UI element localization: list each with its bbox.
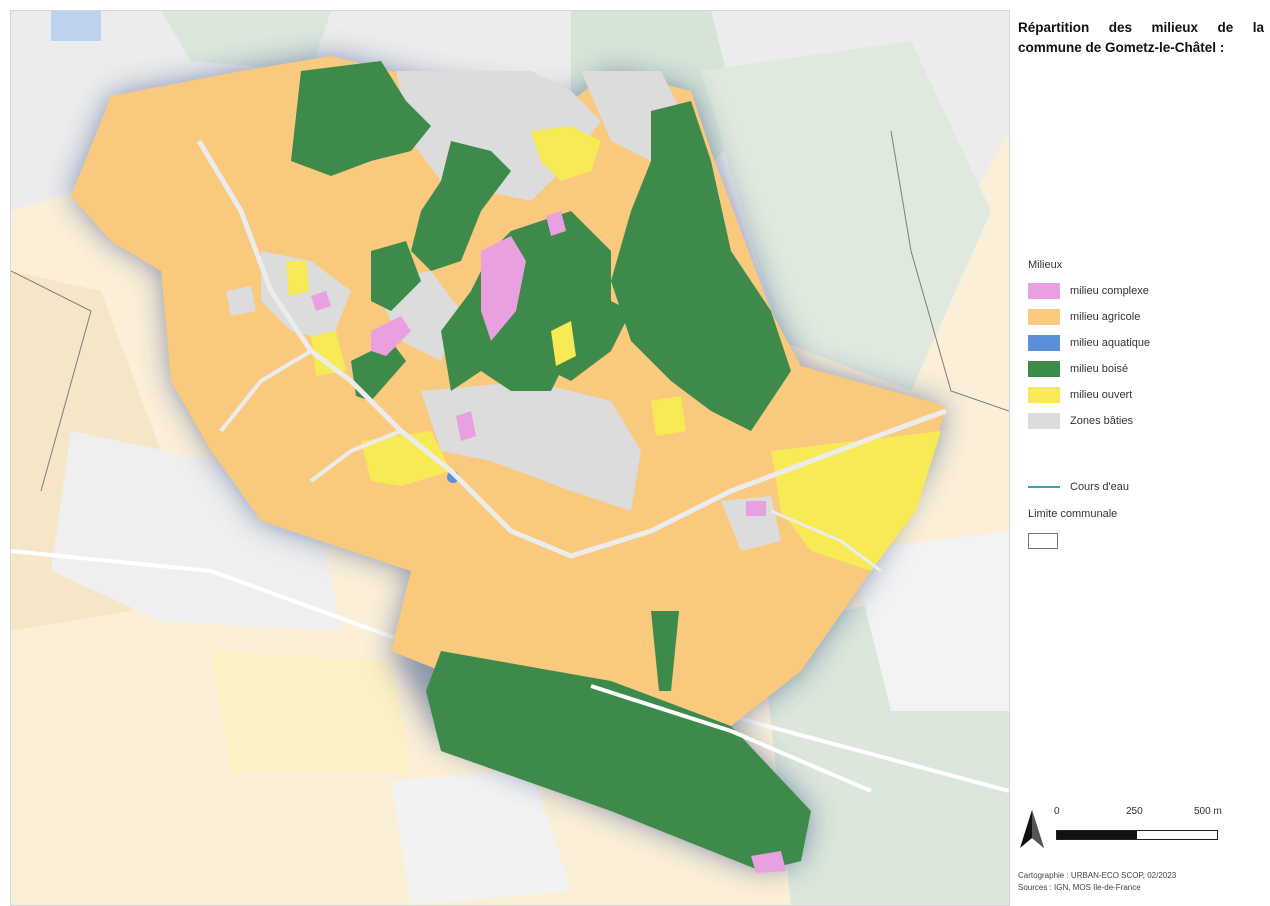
legend-swatch-agricultural xyxy=(1028,309,1060,325)
background-forest-nw xyxy=(161,11,331,71)
main-road xyxy=(196,139,947,559)
background-water-nw xyxy=(51,11,101,41)
legend-swatch-watercourse xyxy=(1028,486,1060,488)
complex-zone-south[interactable] xyxy=(456,411,476,441)
scale-segment-black xyxy=(1057,831,1137,839)
background-boundary-west xyxy=(11,270,92,492)
scale-label-start: 0 xyxy=(1054,806,1060,817)
scale-label-end: 500 m xyxy=(1194,806,1222,817)
background-boundary-line xyxy=(890,130,1009,412)
woodland-small-north[interactable] xyxy=(371,241,421,311)
scale-track xyxy=(1056,830,1218,840)
map-title: Répartition des milieux de la commune de… xyxy=(1018,20,1264,55)
open-zone-small-west[interactable] xyxy=(286,261,309,296)
legend-swatch-open xyxy=(1028,387,1060,403)
legend-item-aquatic: milieu aquatique xyxy=(1028,334,1150,352)
map-view[interactable] xyxy=(10,10,1010,906)
legend-label-open: milieu ouvert xyxy=(1070,389,1133,401)
scale-bar: 0 250 500 m xyxy=(1054,806,1224,852)
complex-zone-center[interactable] xyxy=(481,236,526,341)
complex-zone-north[interactable] xyxy=(546,211,566,236)
built-zone-west[interactable] xyxy=(261,251,351,341)
woodland-south-forest[interactable] xyxy=(426,651,811,871)
open-zone-center-east[interactable] xyxy=(651,396,686,436)
background-built-south xyxy=(391,771,571,905)
legend-label-agricultural: milieu agricole xyxy=(1070,311,1141,323)
legend-swatch-built xyxy=(1028,413,1060,429)
secondary-road-east xyxy=(770,509,882,573)
credits-cartography: Cartographie : URBAN-ECO SCOP, 02/2023 xyxy=(1018,871,1177,880)
complex-zone-east[interactable] xyxy=(746,501,766,516)
woodland-north-center[interactable] xyxy=(411,141,511,271)
legend-item-built: Zones bâties xyxy=(1028,412,1133,430)
built-zone-small-west[interactable] xyxy=(226,286,256,316)
legend-label-watercourse: Cours d'eau xyxy=(1070,481,1129,493)
open-zone-east[interactable] xyxy=(771,431,941,571)
legend-label-complex: milieu complexe xyxy=(1070,285,1149,297)
complex-zone-west[interactable] xyxy=(371,316,411,356)
secondary-road-south xyxy=(309,429,402,483)
north-arrow-icon xyxy=(1020,810,1044,848)
legend-swatch-boundary xyxy=(1028,533,1058,549)
legend-label-aquatic: milieu aquatique xyxy=(1070,337,1151,349)
legend-item-agricultural: milieu agricole xyxy=(1028,308,1140,326)
legend-heading: Milieux xyxy=(1028,259,1063,271)
legend-item-complex: milieu complexe xyxy=(1028,282,1149,300)
open-zone-north[interactable] xyxy=(531,126,601,181)
secondary-road-west xyxy=(219,349,313,433)
legend-swatch-wooded xyxy=(1028,361,1060,377)
credits-sources: Sources : IGN, MOS Ile-de-France xyxy=(1018,883,1141,892)
legend-item-wooded: milieu boisé xyxy=(1028,360,1128,378)
background-forest-east xyxy=(701,41,991,391)
complex-zone-small[interactable] xyxy=(311,291,331,311)
woodland-south-strip[interactable] xyxy=(651,611,679,691)
credits: Cartographie : URBAN-ECO SCOP, 02/2023 S… xyxy=(1018,870,1176,894)
woodland-strip-west[interactable] xyxy=(351,341,406,401)
legend-swatch-aquatic xyxy=(1028,335,1060,351)
open-zone-center[interactable] xyxy=(551,321,576,366)
background-open-south xyxy=(211,651,411,771)
woodland-northwest[interactable] xyxy=(291,61,431,176)
legend-item-open: milieu ouvert xyxy=(1028,386,1132,404)
map-canvas[interactable] xyxy=(11,11,1009,905)
road-south-edge xyxy=(590,684,872,793)
legend-swatch-complex xyxy=(1028,283,1060,299)
legend-label-built: Zones bâties xyxy=(1070,415,1133,427)
complex-zone-southeast[interactable] xyxy=(751,851,786,873)
open-zone-west[interactable] xyxy=(311,331,346,376)
open-zone-road-junction[interactable] xyxy=(361,431,451,486)
legend-label-boundary: Limite communale xyxy=(1028,508,1118,520)
legend-item-watercourse: Cours d'eau xyxy=(1028,479,1129,495)
scale-label-middle: 250 xyxy=(1126,806,1143,817)
legend-panel: Répartition des milieux de la commune de… xyxy=(1014,10,1266,904)
built-zone-center[interactable] xyxy=(421,381,641,511)
background-built-east xyxy=(851,531,1009,711)
legend-label-wooded: milieu boisé xyxy=(1070,363,1129,375)
woodland-east-ridge[interactable] xyxy=(611,101,791,431)
